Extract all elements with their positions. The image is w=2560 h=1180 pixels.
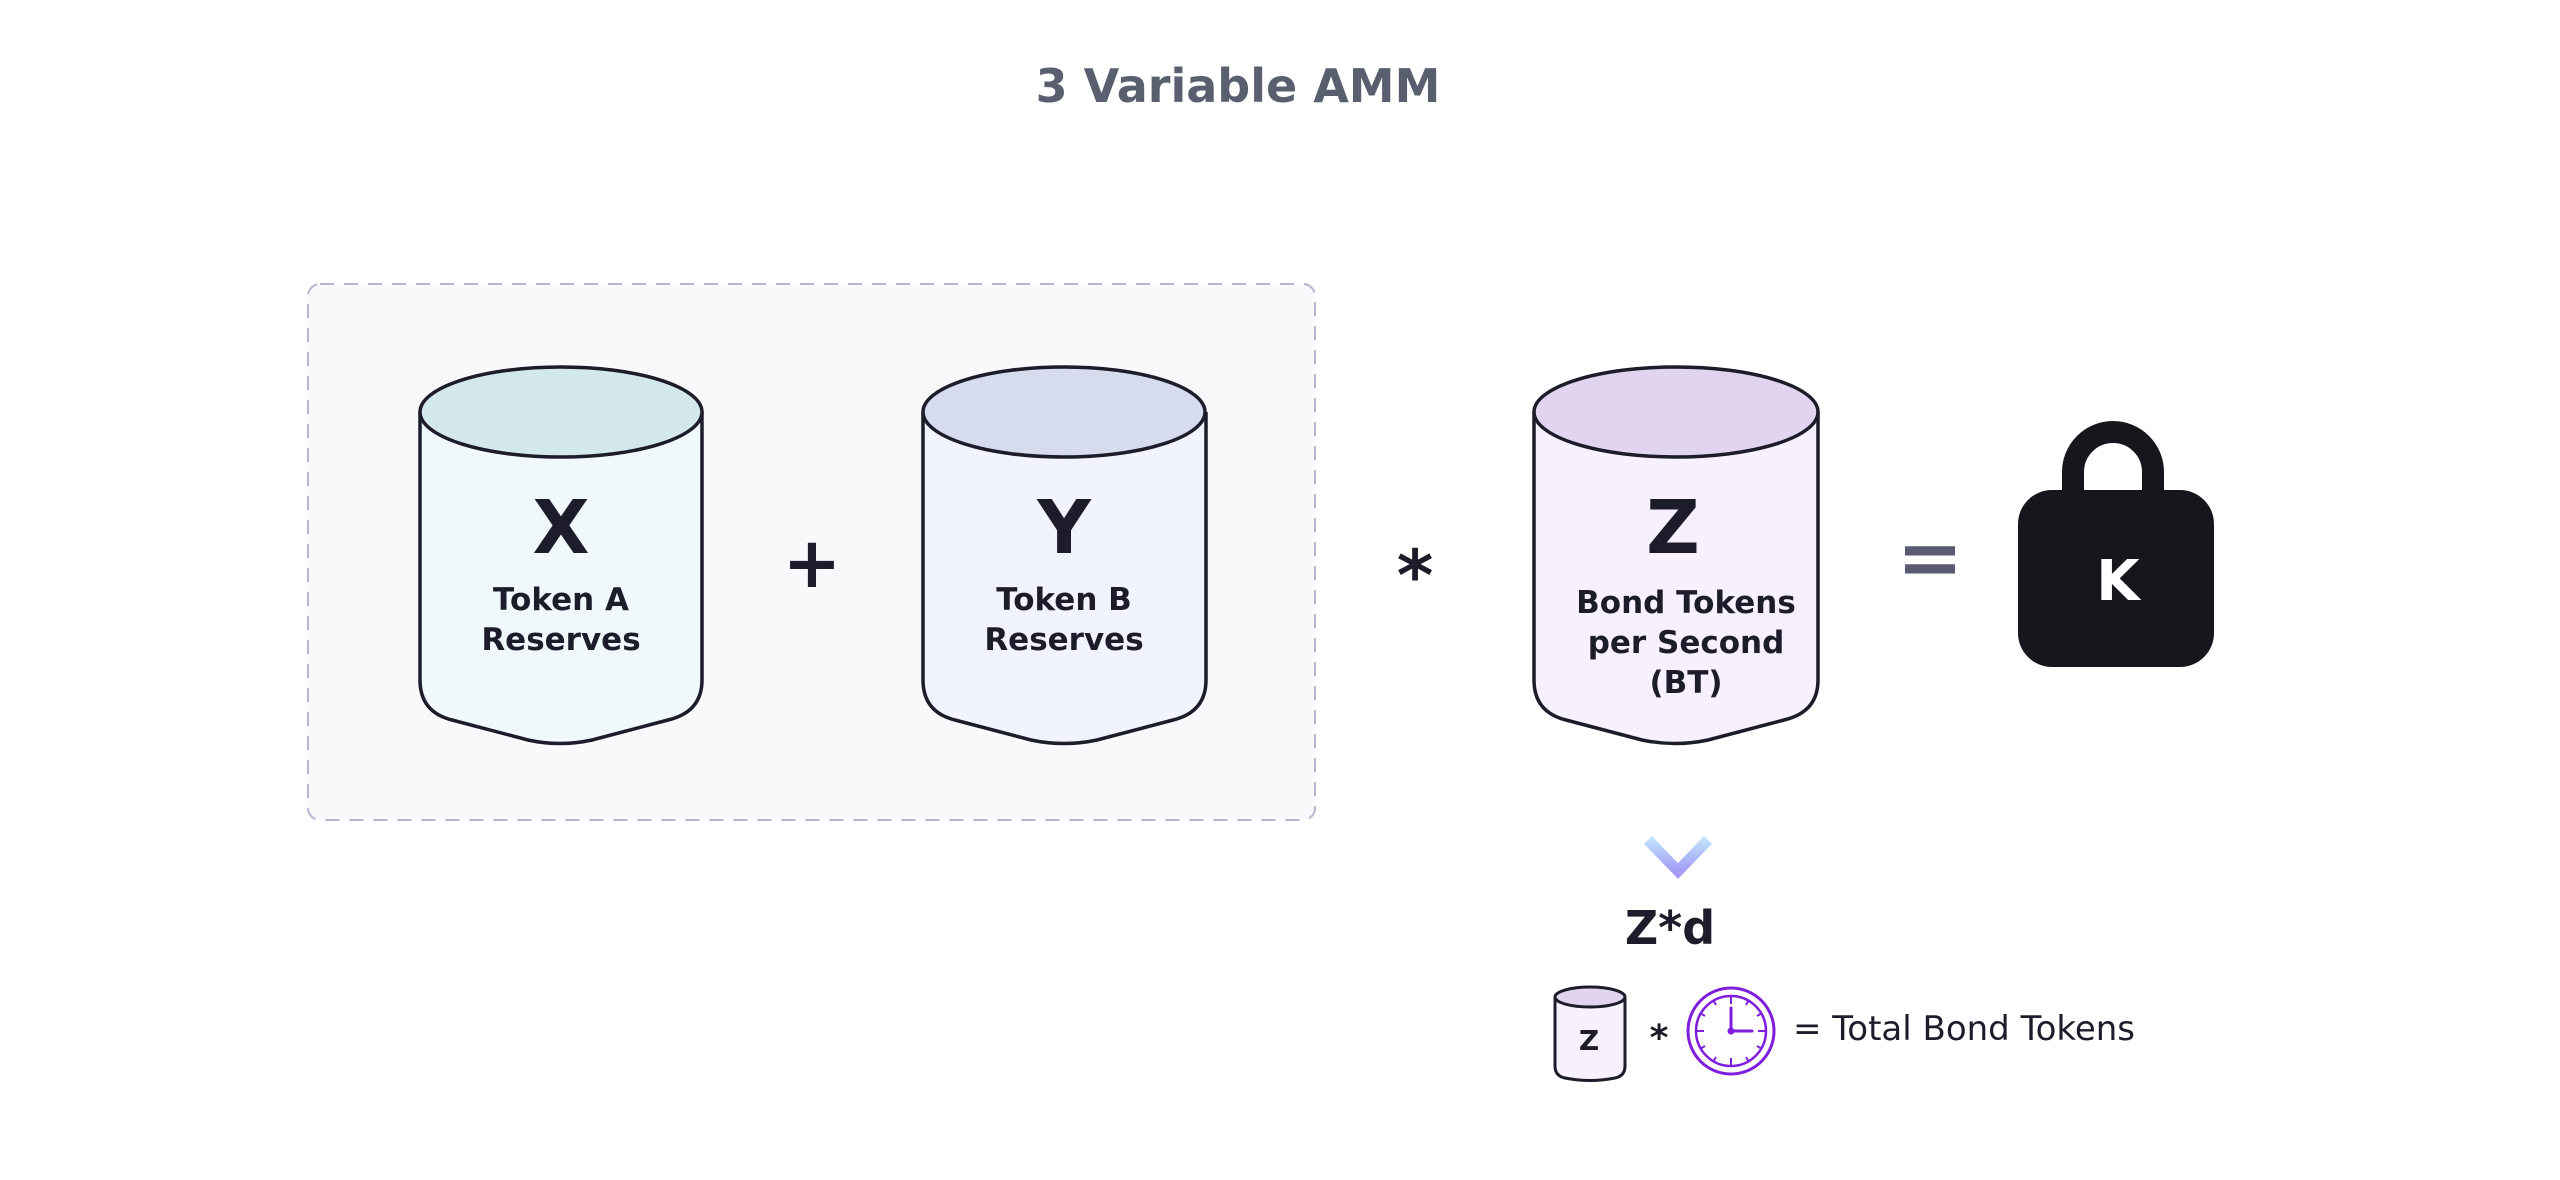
cylinder-y-body [921,412,1208,746]
lock-icon: K [2018,421,2214,667]
total-bond-tokens-label: = Total Bond Tokens [1793,1009,2135,1049]
cylinder-y-letter: Y [1036,485,1092,571]
clock-outer-ring [1686,986,1776,1076]
cylinder-z-label-line1: Bond Tokens [1576,585,1796,621]
arrow-down-icon [1644,772,1712,879]
clock-center [1727,1027,1735,1035]
small-cylinder-body [1553,997,1627,1082]
cylinder-z-top [1532,365,1820,459]
times-operator: * [1397,535,1434,617]
clock-tick [1745,1056,1749,1061]
cylinder-x-label-line1: Token A [493,582,629,618]
cylinder-x: X Token A Reserves [418,365,704,746]
small-times-operator: * [1650,1018,1669,1059]
small-cylinder-z: Z [1553,985,1627,1082]
lock-shackle [2062,421,2164,506]
clock-tick [1701,1045,1706,1049]
clock-face [1694,994,1768,1068]
lock-letter: K [2096,549,2142,614]
clock-tick [1713,1001,1717,1006]
cylinder-z-label-line3: (BT) [1649,665,1722,701]
equals-operator: = [1896,511,1963,604]
clock-ticks [1697,997,1765,1065]
diagram-title: 3 Variable AMM [1036,59,1441,113]
clock-tick [1756,1013,1761,1017]
cylinder-z-letter: Z [1646,485,1700,571]
cylinder-y: Y Token B Reserves [921,365,1208,746]
cylinder-x-letter: X [532,485,589,571]
cylinder-z-label-line2: per Second [1588,625,1785,661]
zd-expression: Z*d [1625,901,1715,955]
clock-tick [1713,1056,1717,1061]
plus-operator: + [783,522,842,604]
cylinder-x-top [418,365,704,459]
cylinder-y-top [921,365,1207,459]
cylinder-z: Z Bond Tokens per Second (BT) [1532,365,1820,746]
cylinder-z-body [1532,412,1820,746]
cylinder-y-label-line2: Reserves [984,622,1143,658]
cylinder-x-label-line2: Reserves [481,622,640,658]
lock-body [2018,490,2214,667]
clock-tick [1756,1045,1761,1049]
cylinder-y-label-line1: Token B [996,582,1132,618]
clock-icon [1686,986,1776,1076]
clock-tick [1745,1001,1749,1006]
small-cylinder-letter: Z [1579,1024,1599,1057]
arrow-head [1644,836,1712,879]
small-cylinder-top [1553,985,1627,1009]
clock-tick [1701,1013,1706,1017]
cylinder-x-body [418,412,704,746]
